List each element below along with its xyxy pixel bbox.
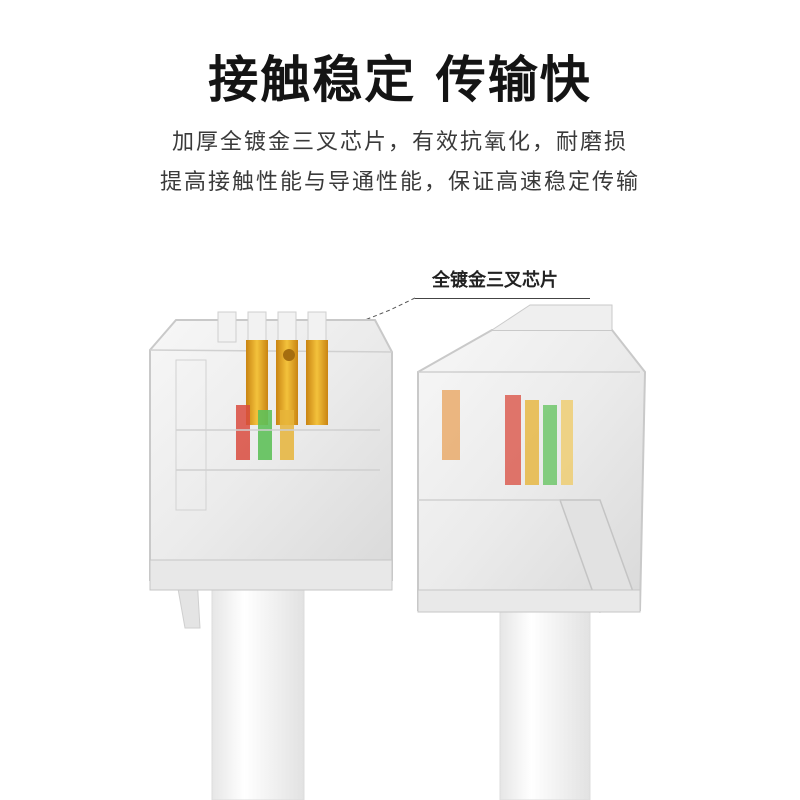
left-connector (149, 311, 393, 800)
callout-underline (415, 298, 590, 299)
subtitle-line-1: 加厚全镀金三叉芯片，有效抗氧化，耐磨损 (171, 130, 628, 155)
subtitle-line-2: 提高接触性能与导通性能，保证高速稳定传输 (159, 170, 640, 195)
callout-label: 全镀金三叉芯片 (432, 270, 558, 291)
page-title: 接触稳定 传输快 (208, 51, 592, 109)
right-connector (417, 304, 647, 800)
